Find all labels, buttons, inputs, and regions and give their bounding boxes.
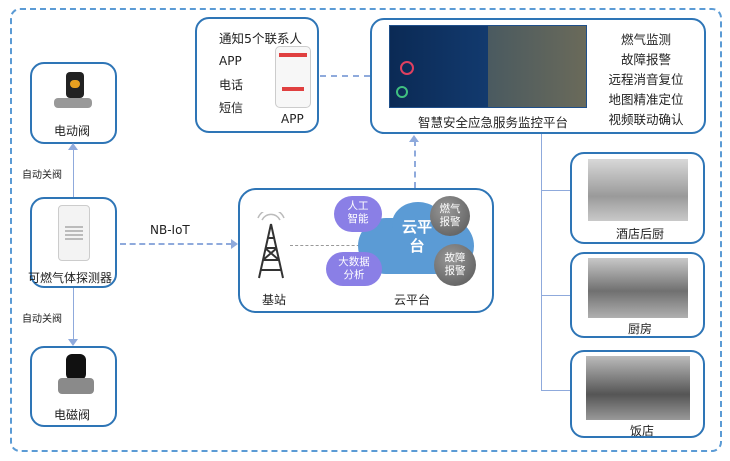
feature-item: 远程消音复位 bbox=[608, 72, 684, 87]
cloud-center-line: 台 bbox=[409, 237, 425, 255]
gas-alarm-bubble: 燃气报警 bbox=[430, 196, 470, 236]
site-label: 酒店后厨 bbox=[616, 227, 665, 241]
ai-line: 人工 bbox=[347, 200, 369, 212]
feature-item: 故障报警 bbox=[620, 52, 671, 67]
base-station-label: 基站 bbox=[262, 293, 287, 307]
fault-alarm-line: 报警 bbox=[444, 265, 466, 277]
cloud-platform-link bbox=[414, 140, 416, 188]
station-cloud-link bbox=[290, 245, 370, 246]
app-platform-link bbox=[320, 75, 370, 77]
nb-iot-label: NB-IoT bbox=[150, 223, 190, 237]
feature-list: 燃气监测 故障报警 远程消音复位 地图精准定位 视频联动确认 bbox=[604, 30, 688, 130]
cloud-box-label: 云平台 bbox=[394, 293, 431, 307]
nb-iot-link bbox=[120, 243, 232, 245]
solenoid-valve-icon bbox=[56, 354, 96, 398]
site-label: 厨房 bbox=[628, 322, 653, 336]
dashboard-screenshot bbox=[389, 25, 587, 108]
cloud-center-label: 云平 台 bbox=[392, 218, 442, 256]
antenna-tower-icon bbox=[257, 212, 285, 279]
bigdata-bubble: 大数据分析 bbox=[326, 252, 382, 286]
site-branch-line bbox=[541, 295, 570, 296]
kitchen-photo bbox=[588, 258, 688, 318]
auto-close-label: 自动关阀 bbox=[22, 314, 62, 325]
ai-line: 智能 bbox=[347, 213, 369, 225]
notify-title: 通知5个联系人 bbox=[219, 31, 302, 46]
arrow-head-icon bbox=[68, 339, 78, 346]
ai-bubble: 人工智能 bbox=[334, 196, 382, 232]
notify-sms: 短信 bbox=[219, 101, 244, 115]
solenoid-valve-label: 电磁阀 bbox=[54, 408, 91, 422]
gas-detector-icon bbox=[58, 205, 90, 261]
kitchen-photo bbox=[588, 159, 688, 221]
feature-item: 燃气监测 bbox=[620, 32, 671, 47]
kitchen-photo bbox=[586, 356, 690, 420]
electric-valve-label: 电动阀 bbox=[54, 124, 91, 138]
site-label: 饭店 bbox=[630, 424, 655, 438]
phone-icon bbox=[275, 46, 311, 108]
site-box-kitchen: 厨房 bbox=[570, 252, 705, 338]
cloud-box: 基站 云平 台 人工智能 大数据分析 燃气报警 故障报警 云平台 bbox=[238, 188, 494, 313]
system-boundary bbox=[10, 8, 722, 452]
auto-close-label: 自动关阀 bbox=[22, 170, 62, 181]
detector-box: 可燃气体探测器 bbox=[28, 197, 117, 288]
arrow-up bbox=[73, 146, 74, 197]
site-box-hotel-kitchen: 酒店后厨 bbox=[570, 152, 705, 244]
arrow-head-icon bbox=[68, 143, 78, 150]
bigdata-line: 大数据 bbox=[338, 256, 370, 268]
platform-title: 智慧安全应急服务监控平台 bbox=[418, 115, 569, 130]
site-trunk-line bbox=[541, 134, 542, 391]
feature-item: 视频联动确认 bbox=[608, 112, 684, 127]
notify-box: 通知5个联系人 APP 电话 短信 APP bbox=[195, 17, 319, 133]
detector-label: 可燃气体探测器 bbox=[28, 271, 113, 285]
bigdata-line: 分析 bbox=[343, 269, 365, 281]
feature-item: 地图精准定位 bbox=[608, 92, 684, 107]
gas-alarm-line: 报警 bbox=[439, 216, 461, 228]
electric-valve-box: 电动阀 bbox=[30, 62, 117, 144]
platform-box: 智慧安全应急服务监控平台 燃气监测 故障报警 远程消音复位 地图精准定位 视频联… bbox=[370, 18, 706, 134]
notify-phone: 电话 bbox=[219, 78, 244, 92]
fault-alarm-line: 故障 bbox=[444, 252, 466, 264]
site-branch-line bbox=[541, 190, 570, 191]
solenoid-valve-box: 电磁阀 bbox=[30, 346, 117, 427]
fault-alarm-bubble: 故障报警 bbox=[434, 244, 476, 286]
arrow-head-icon bbox=[409, 135, 419, 142]
site-branch-line bbox=[541, 390, 570, 391]
electric-valve-icon bbox=[54, 72, 92, 112]
phone-app-label: APP bbox=[281, 112, 304, 126]
arrow-down bbox=[73, 288, 74, 340]
arrow-head-icon bbox=[231, 239, 238, 249]
gas-alarm-line: 燃气 bbox=[439, 203, 461, 215]
cloud-center-line: 云平 bbox=[401, 218, 432, 236]
notify-app: APP bbox=[219, 54, 242, 68]
site-box-restaurant: 饭店 bbox=[570, 350, 705, 438]
